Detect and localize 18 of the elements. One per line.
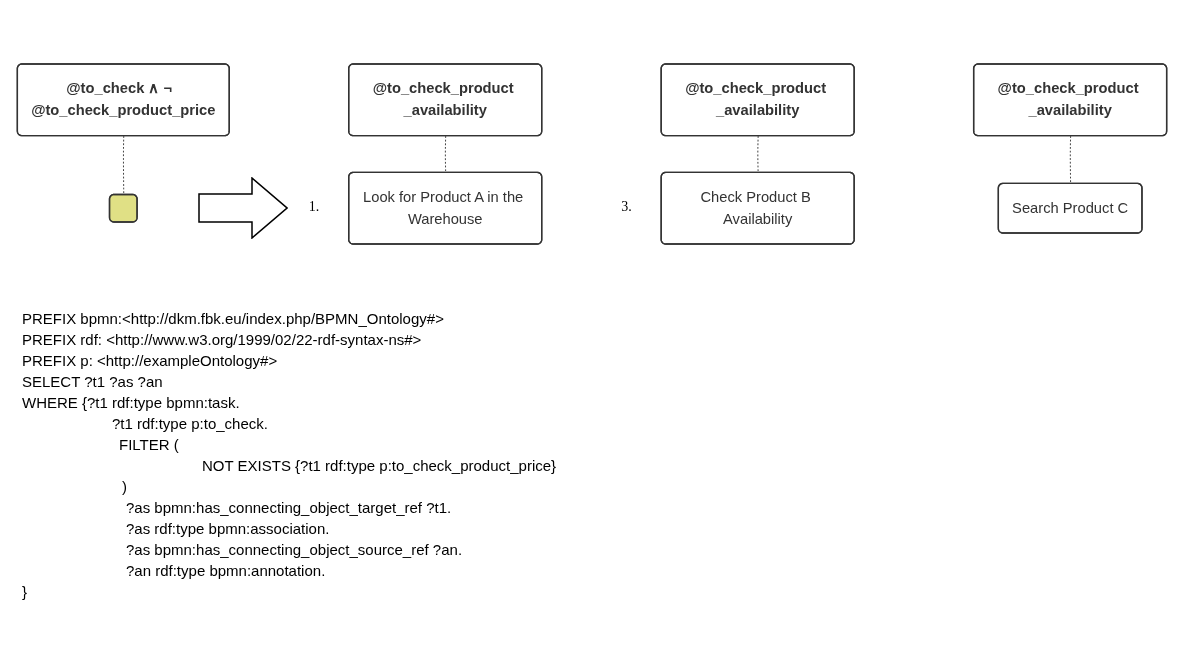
query-line: } [22,582,28,602]
query-line: PREFIX p: <http://exampleOntology#> [22,351,279,371]
connector [1069,135,1072,185]
query-line: WHERE {?t1 rdf:type bpmn:task. [22,393,241,413]
query-line: FILTER ( [118,435,180,455]
query-line: PREFIX bpmn:<http://dkm.fbk.eu/index.php/BPMN_Ontology#> [22,309,445,329]
query-line: ?as bpmn:has_connecting_object_source_ref ?an. [125,540,464,560]
query-line: PREFIX rdf: <http://www.w3.org/1999/02/22-rdf-syntax-ns#> [22,330,423,350]
connector [123,135,125,196]
query-line: ?t1 rdf:type p:to_check. [111,414,269,434]
step-number: 1. [308,199,320,216]
query-line: ?as rdf:type bpmn:association. [125,519,331,539]
query-line: SELECT ?t1 ?as ?an [22,372,164,392]
query-line: ) [121,477,128,497]
query-line: NOT EXISTS {?t1 rdf:type p:to_check_product_price} [201,456,557,476]
step-number: 3. [621,199,632,216]
query-line: ?as bpmn:has_connecting_object_target_ref ?t1. [125,498,453,518]
query-line: ?an rdf:type bpmn:annotation. [125,561,327,581]
